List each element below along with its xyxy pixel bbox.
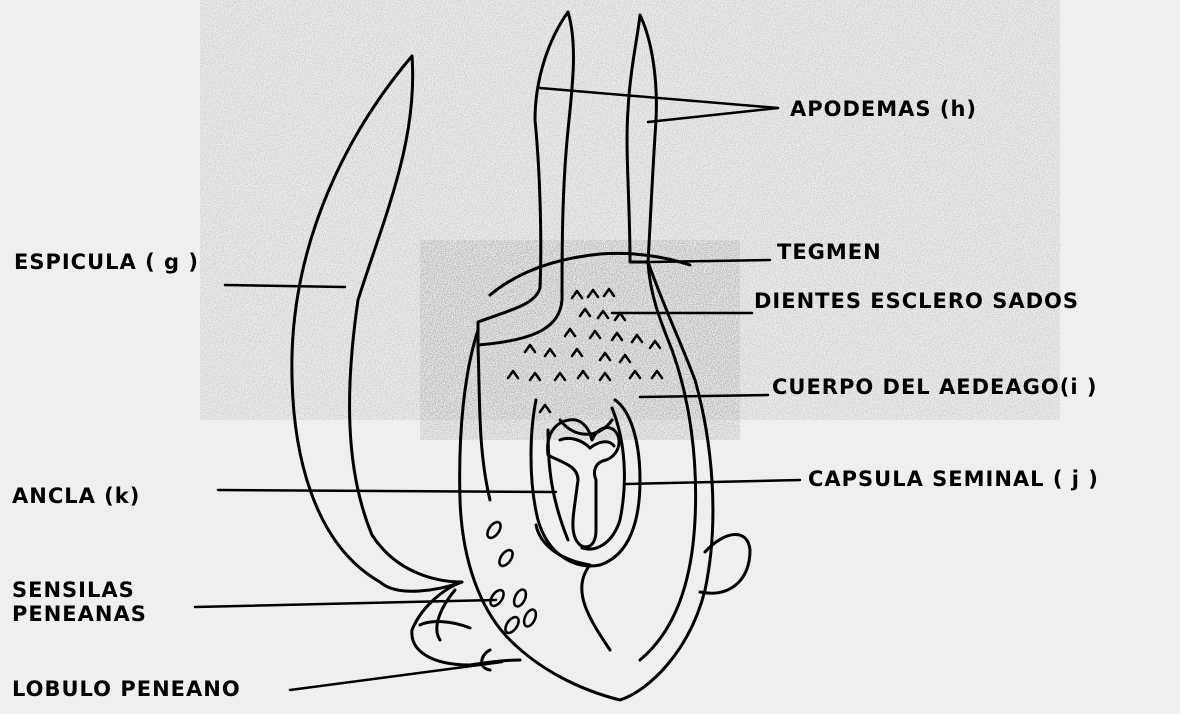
label-cuerpo-del-aedeago: CUERPO DEL AEDEAGO(i ) (772, 375, 1097, 399)
label-espicula: ESPICULA ( g ) (14, 250, 199, 274)
label-tegmen: TEGMEN (777, 240, 882, 264)
label-apodemas: APODEMAS (h) (790, 97, 977, 121)
label-ancla: ANCLA (k) (12, 484, 140, 508)
leader-lobulo (290, 662, 502, 690)
label-lobulo-peneano: LOBULO PENEANO (12, 677, 241, 701)
label-capsula-seminal: CAPSULA SEMINAL ( j ) (808, 467, 1099, 491)
leader-ancla (218, 490, 556, 492)
label-dientes-esclerosados: DIENTES ESCLERO SADOS (754, 289, 1079, 313)
leader-sensilas (195, 600, 496, 607)
label-sensilas-line1: SENSILAS (12, 578, 147, 602)
label-sensilas-peneanas: SENSILAS PENEANAS (12, 578, 147, 626)
label-sensilas-line2: PENEANAS (12, 602, 147, 626)
